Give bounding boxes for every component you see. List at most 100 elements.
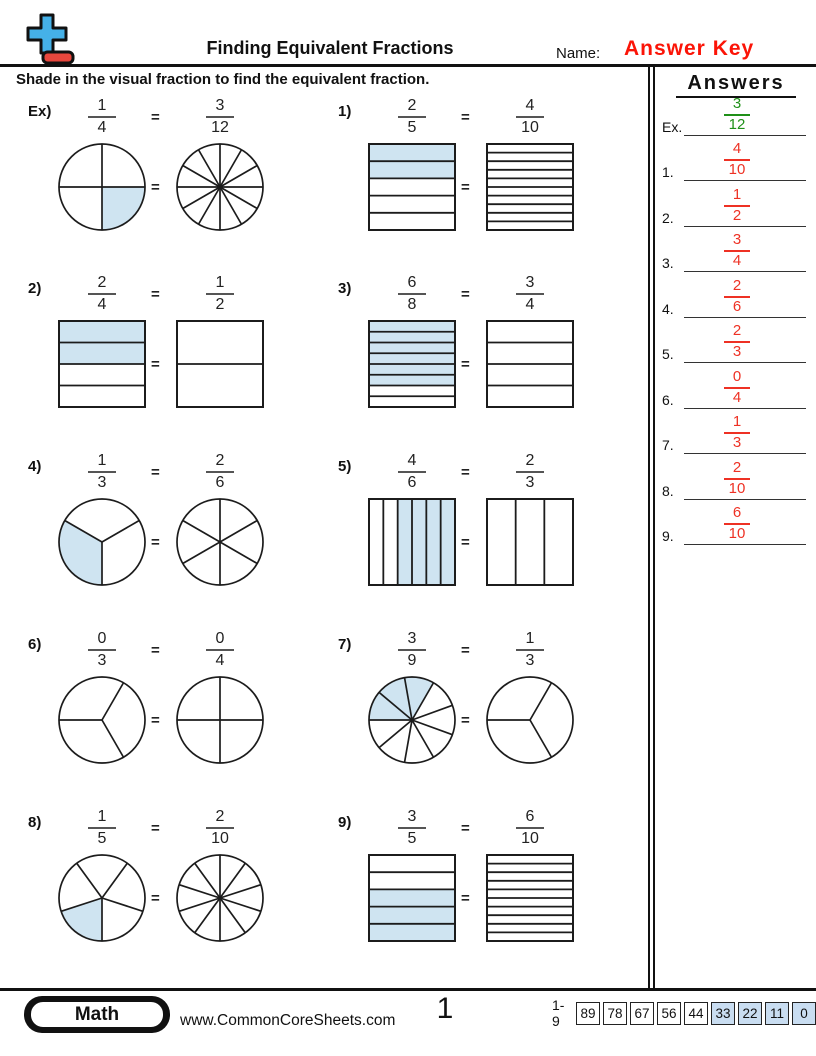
fraction-bar	[206, 649, 234, 652]
fraction-bar	[206, 827, 234, 830]
score-cell: 33	[711, 1001, 735, 1025]
equals-sign: =	[461, 642, 470, 659]
problem-number: 1)	[338, 103, 352, 120]
fraction-bar-model	[58, 320, 146, 408]
denominator: 12	[728, 115, 746, 133]
denominator: 10	[211, 830, 229, 848]
footer-divider	[0, 988, 816, 991]
fraction-bar	[516, 649, 544, 652]
denominator: 6	[215, 474, 225, 492]
fraction-bar-model	[368, 498, 456, 586]
numerator: 3	[732, 231, 742, 248]
equals-sign: =	[151, 109, 160, 126]
answer-line	[684, 362, 806, 363]
fraction-bar	[724, 522, 750, 525]
fraction-bar	[398, 471, 426, 474]
denominator: 4	[732, 388, 742, 406]
equals-sign: =	[151, 356, 160, 373]
fraction-circle	[176, 854, 264, 942]
fraction-bar	[724, 340, 750, 343]
fraction-bar-model	[176, 320, 264, 408]
answer-line	[684, 180, 806, 181]
website-url: www.CommonCoreSheets.com	[180, 1012, 396, 1029]
fraction-bar	[398, 293, 426, 296]
equals-sign: =	[151, 179, 160, 196]
denominator: 4	[525, 296, 535, 314]
numerator: 1	[525, 630, 535, 647]
answer-number: 7.	[662, 437, 674, 453]
equals-sign: =	[461, 356, 470, 373]
fraction-bar-model	[368, 320, 456, 408]
problem-number: 4)	[28, 458, 42, 475]
denominator: 3	[732, 433, 742, 451]
fraction-circle	[176, 143, 264, 231]
fraction-bar	[724, 477, 750, 480]
answer-number: 8.	[662, 483, 674, 499]
denominator: 4	[97, 296, 107, 314]
numerator: 2	[732, 277, 742, 294]
denominator: 9	[407, 652, 417, 670]
problem-number: 7)	[338, 636, 352, 653]
fraction-circle	[58, 854, 146, 942]
fraction-bar-model	[486, 320, 574, 408]
numerator: 2	[407, 97, 417, 114]
equals-sign: =	[461, 179, 470, 196]
fraction-bar-model	[486, 143, 574, 231]
equals-sign: =	[151, 712, 160, 729]
numerator: 2	[215, 452, 225, 469]
answer-number: 1.	[662, 164, 674, 180]
numerator: 1	[97, 808, 107, 825]
denominator: 2	[215, 296, 225, 314]
answer-line	[684, 135, 806, 136]
numerator: 3	[407, 630, 417, 647]
minus-icon	[41, 50, 75, 65]
fraction-bar	[516, 471, 544, 474]
denominator: 3	[525, 652, 535, 670]
fraction-bar	[398, 116, 426, 119]
denominator: 5	[97, 830, 107, 848]
score-cell: 11	[765, 1001, 789, 1025]
fraction-bar	[724, 295, 750, 298]
score-cell: 0	[792, 1001, 816, 1025]
fraction-bar	[724, 386, 750, 389]
equals-sign: =	[461, 109, 470, 126]
denominator: 10	[521, 830, 539, 848]
fraction-bar-model	[368, 143, 456, 231]
fraction-bar	[88, 471, 116, 474]
problem-number: 2)	[28, 280, 42, 297]
fraction-bar	[88, 827, 116, 830]
score-cell: 44	[684, 1001, 708, 1025]
answer-line	[684, 317, 806, 318]
numerator: 0	[97, 630, 107, 647]
denominator: 8	[407, 296, 417, 314]
answer-line	[684, 453, 806, 454]
denominator: 10	[728, 479, 746, 497]
fraction-circle	[58, 676, 146, 764]
problem-number: 6)	[28, 636, 42, 653]
fraction-bar	[206, 116, 234, 119]
denominator: 2	[732, 206, 742, 224]
